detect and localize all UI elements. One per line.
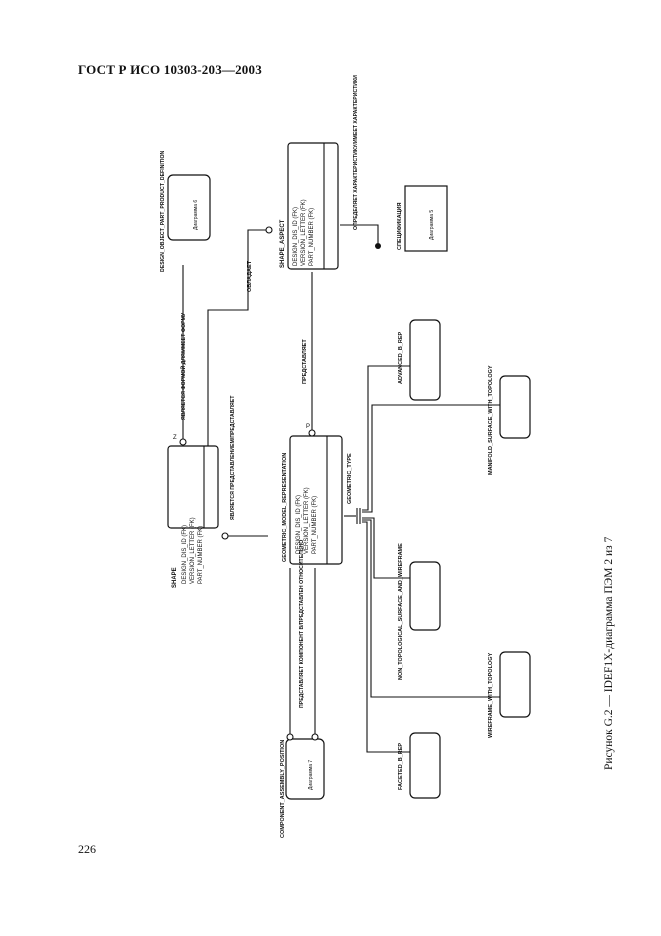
non-topological-name: NON_TOPOLOGICAL_SURFACE_AND_WIREFRAME — [398, 543, 404, 680]
advanced-b-rep-name: ADVANCED_B_REP — [398, 332, 404, 384]
entity-faceted-b-rep — [409, 732, 441, 799]
page-number: 226 — [78, 842, 96, 856]
dopd-ref: Диаграмма 6 — [193, 200, 199, 230]
rel-gmr-cap: ПРЕДСТАВЛЯЕТ КОМПОНЕНТ В/ПРЕДСТАВЛЕН ОТН… — [299, 540, 305, 708]
line-wireframe — [362, 519, 500, 698]
cardinality-markers — [179, 226, 381, 741]
shape-text-group: SHAPE DESIGN_DIS_ID (FK) VERSION_LETTER … — [172, 517, 204, 588]
line-non-topological — [362, 517, 410, 579]
gmr-text-group: GEOMETRIC_MODEL_REPRESENTATION DESIGN_DI… — [282, 453, 318, 562]
entity-design-object — [167, 174, 211, 241]
rel-shape-aspect: ОБЛАДАЕТ — [247, 260, 253, 292]
figure-caption: Рисунок G.2 — IDEF1X-диаграмма ПЭМ 2 из … — [603, 536, 615, 770]
shape-attr-2: VERSION_LETTER (FK) — [190, 517, 196, 584]
page-header: ГОСТ Р ИСО 10303-203—2003 — [78, 62, 262, 77]
entity-component-assembly — [285, 738, 325, 800]
rel-aspect-gmr: ПРЕДСТАВЛЯЕТ — [302, 339, 308, 384]
aspect-text-group: SHAPE_ASPECT DESIGN_DIS_ID (FK) VERSION_… — [280, 199, 315, 268]
entity-manifold-surface — [499, 375, 531, 439]
gmr-attr-3: PART_NUMBER (FK) — [312, 496, 318, 554]
aspect-attr-1: DESIGN_DIS_ID (FK) — [293, 207, 299, 266]
entity-shape — [167, 445, 219, 529]
gmr-attr-2: VERSION_LETTER (FK) — [304, 487, 310, 554]
cap-ref: Диаграмма 7 — [308, 760, 314, 790]
entity-advanced-b-rep — [409, 319, 441, 401]
entity-gmr — [289, 435, 343, 565]
rel-shape-dopd: ЯВЛЯЕТСЯ ФОРМОЙ ДЛЯ/ИМЕЕТ ФОРМУ — [179, 312, 187, 420]
gmr-attr-1: DESIGN_DIS_ID (FK) — [296, 495, 302, 554]
line-shape-aspect — [207, 229, 266, 447]
entity-shape-aspect — [287, 142, 339, 270]
shape-attr-3: PART_NUMBER (FK) — [198, 526, 204, 584]
cap-name: COMPONENT_ASSEMBLY_POSITION — [280, 740, 286, 838]
aspect-attr-3: PART_NUMBER (FK) — [309, 208, 315, 266]
spec-ref: Диаграмма 5 — [429, 210, 435, 240]
line-aspect-spec — [340, 224, 379, 243]
line-faceted — [362, 521, 410, 753]
faceted-b-rep-name: FACETED_B_REP — [398, 743, 404, 790]
aspect-attr-2: VERSION_LETTER (FK) — [301, 199, 307, 266]
shape-name: SHAPE — [172, 567, 178, 588]
spec-name: СПЕЦИФИКАЦИЯ — [397, 202, 403, 250]
line-advanced-b-rep — [362, 365, 410, 511]
aspect-name: SHAPE_ASPECT — [280, 219, 286, 268]
rel-shape-gmr: ЯВЛЯЕТСЯ ПРЕДСТАВЛЕНИЕМ/ПРЕДСТАВЛЯЕТ — [230, 395, 236, 520]
shape-attr-1: DESIGN_DIS_ID (FK) — [182, 525, 188, 584]
wireframe-name: WIREFRAME_WITH_TOPOLOGY — [488, 653, 494, 738]
entity-non-topological — [409, 561, 441, 631]
marker-p: P — [306, 424, 310, 430]
rel-aspect-spec: ОПРЕДЕЛЯЕТ ХАРАКТЕРИСТИКУ/ИМЕЕТ ХАРАКТЕР… — [353, 75, 359, 230]
entity-wireframe — [499, 651, 531, 718]
connector-lines — [182, 224, 500, 753]
manifold-name: MANIFOLD_SURFACE_WITH_TOPOLOGY — [488, 365, 494, 475]
dopd-name: DESIGN_OBJECT_PART_PRODUCT_DEFINITION — [160, 150, 166, 272]
gmr-name: GEOMETRIC_MODEL_REPRESENTATION — [282, 453, 288, 562]
entity-specification — [404, 185, 448, 252]
marker-z: Z — [173, 435, 177, 441]
rel-geometric-type: GEOMETRIC_TYPE — [347, 453, 353, 504]
line-manifold — [362, 404, 500, 513]
